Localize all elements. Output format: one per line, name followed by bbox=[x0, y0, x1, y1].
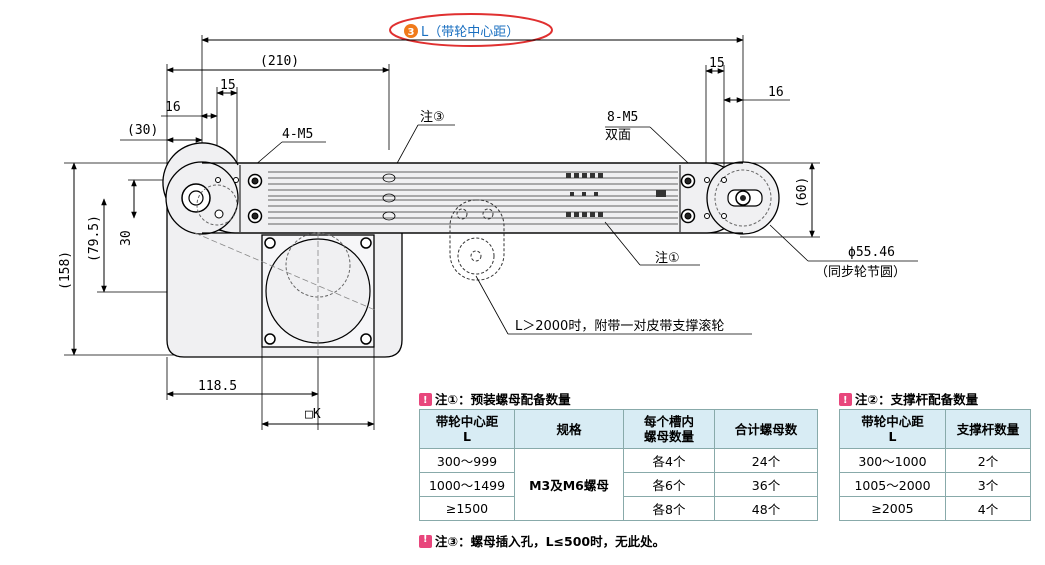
table-row: ≥1500 各8个 48个 bbox=[419, 496, 818, 521]
support-bar-table: 带轮中心距 L 支撑杆数量 300～1000 2个 1005～2000 3个 ≥… bbox=[839, 409, 1031, 521]
dim-60: (60) bbox=[795, 177, 810, 208]
step-number: 3 bbox=[408, 27, 415, 38]
callout-pitch-dia: ϕ55.46 bbox=[848, 245, 895, 260]
note-mark-icon bbox=[419, 392, 432, 410]
callout-both-sides: 双面 bbox=[605, 128, 631, 143]
left-mount-bolts bbox=[215, 173, 263, 224]
t2-count: 3个 bbox=[945, 472, 1031, 497]
t1-range: ≥1500 bbox=[419, 496, 515, 521]
t1-total: 36个 bbox=[714, 472, 818, 497]
header-label-text: L（带轮中心距） bbox=[421, 25, 519, 40]
nut-count-table-box: 注①：预装螺母配备数量 带轮中心距 L 规格 每个槽内 螺母数量 合计螺母数 3… bbox=[419, 391, 818, 521]
right-pulley-hub bbox=[714, 169, 772, 227]
note-mark-icon bbox=[839, 392, 852, 410]
callout-note3: 注③ bbox=[420, 110, 445, 125]
table2-title: 注②：支撑杆配备数量 bbox=[839, 391, 1031, 410]
t1-head-total: 合计螺母数 bbox=[714, 409, 818, 449]
t1-per-slot: 各6个 bbox=[623, 472, 715, 497]
right-mount-bolts bbox=[680, 173, 727, 224]
dim-79-5: (79.5) bbox=[87, 215, 102, 262]
dim-16-right: 16 bbox=[768, 85, 784, 100]
t1-range: 300～999 bbox=[419, 448, 515, 473]
dim-30-paren: (30) bbox=[127, 123, 158, 138]
dim-k: □K bbox=[305, 407, 321, 422]
note3-text: 注③：螺母插入孔，L≤500时，无此处。 bbox=[419, 531, 665, 550]
table-row: 300～999 M3及M6螺母 各4个 24个 bbox=[419, 448, 818, 521]
table-row: 1005～2000 3个 bbox=[839, 472, 1031, 497]
support-roller bbox=[449, 199, 505, 281]
note-mark-icon bbox=[419, 534, 432, 548]
t1-range: 1000～1499 bbox=[419, 472, 515, 497]
dim-30: 30 bbox=[119, 230, 134, 246]
dim-158: (158) bbox=[58, 251, 73, 290]
t1-per-slot: 各8个 bbox=[623, 496, 715, 521]
frame-rails bbox=[268, 171, 678, 225]
t1-head-spec: 规格 bbox=[514, 409, 624, 449]
t1-total: 24个 bbox=[714, 448, 818, 473]
dim-210: (210) bbox=[260, 54, 299, 69]
step-number-icon bbox=[404, 24, 418, 38]
dim-15-right: 15 bbox=[709, 56, 725, 71]
nut-slots bbox=[566, 173, 666, 217]
t2-range: 300～1000 bbox=[839, 448, 946, 473]
t2-count: 2个 bbox=[945, 448, 1031, 473]
callout-note1: 注① bbox=[655, 251, 680, 266]
callout-roller-note: L＞2000时，附带一对皮带支撑滚轮 bbox=[515, 318, 724, 334]
table-row: 300～1000 2个 bbox=[839, 448, 1031, 473]
table-row: ≥2005 4个 bbox=[839, 496, 1031, 521]
t1-spec: M3及M6螺母 bbox=[514, 448, 624, 521]
callout-4-m5: 4-M5 bbox=[282, 127, 313, 142]
t2-range: ≥2005 bbox=[839, 496, 946, 521]
t2-head-range: 带轮中心距 L bbox=[839, 409, 946, 449]
t1-head-range: 带轮中心距 L bbox=[419, 409, 515, 449]
t1-per-slot: 各4个 bbox=[623, 448, 715, 473]
left-pulley-hub bbox=[181, 183, 238, 226]
header-highlight-ellipse bbox=[389, 13, 553, 47]
callout-8-m5: 8-M5 bbox=[607, 110, 638, 125]
nut-count-table: 带轮中心距 L 规格 每个槽内 螺母数量 合计螺母数 300～999 M3及M6… bbox=[419, 409, 818, 521]
table1-title: 注①：预装螺母配备数量 bbox=[419, 391, 818, 410]
dim-118-5: 118.5 bbox=[198, 379, 237, 394]
t2-count: 4个 bbox=[945, 496, 1031, 521]
callout-pitch-circle: （同步轮节圆） bbox=[815, 265, 906, 280]
insertion-holes bbox=[382, 173, 396, 221]
support-bar-table-box: 注②：支撑杆配备数量 带轮中心距 L 支撑杆数量 300～1000 2个 100… bbox=[839, 391, 1031, 521]
t1-total: 48个 bbox=[714, 496, 818, 521]
dim-16-left: 16 bbox=[165, 100, 181, 115]
dim-15-left: 15 bbox=[220, 78, 236, 93]
t2-head-count: 支撑杆数量 bbox=[945, 409, 1031, 449]
t1-head-per-slot: 每个槽内 螺母数量 bbox=[623, 409, 715, 449]
t2-range: 1005～2000 bbox=[839, 472, 946, 497]
